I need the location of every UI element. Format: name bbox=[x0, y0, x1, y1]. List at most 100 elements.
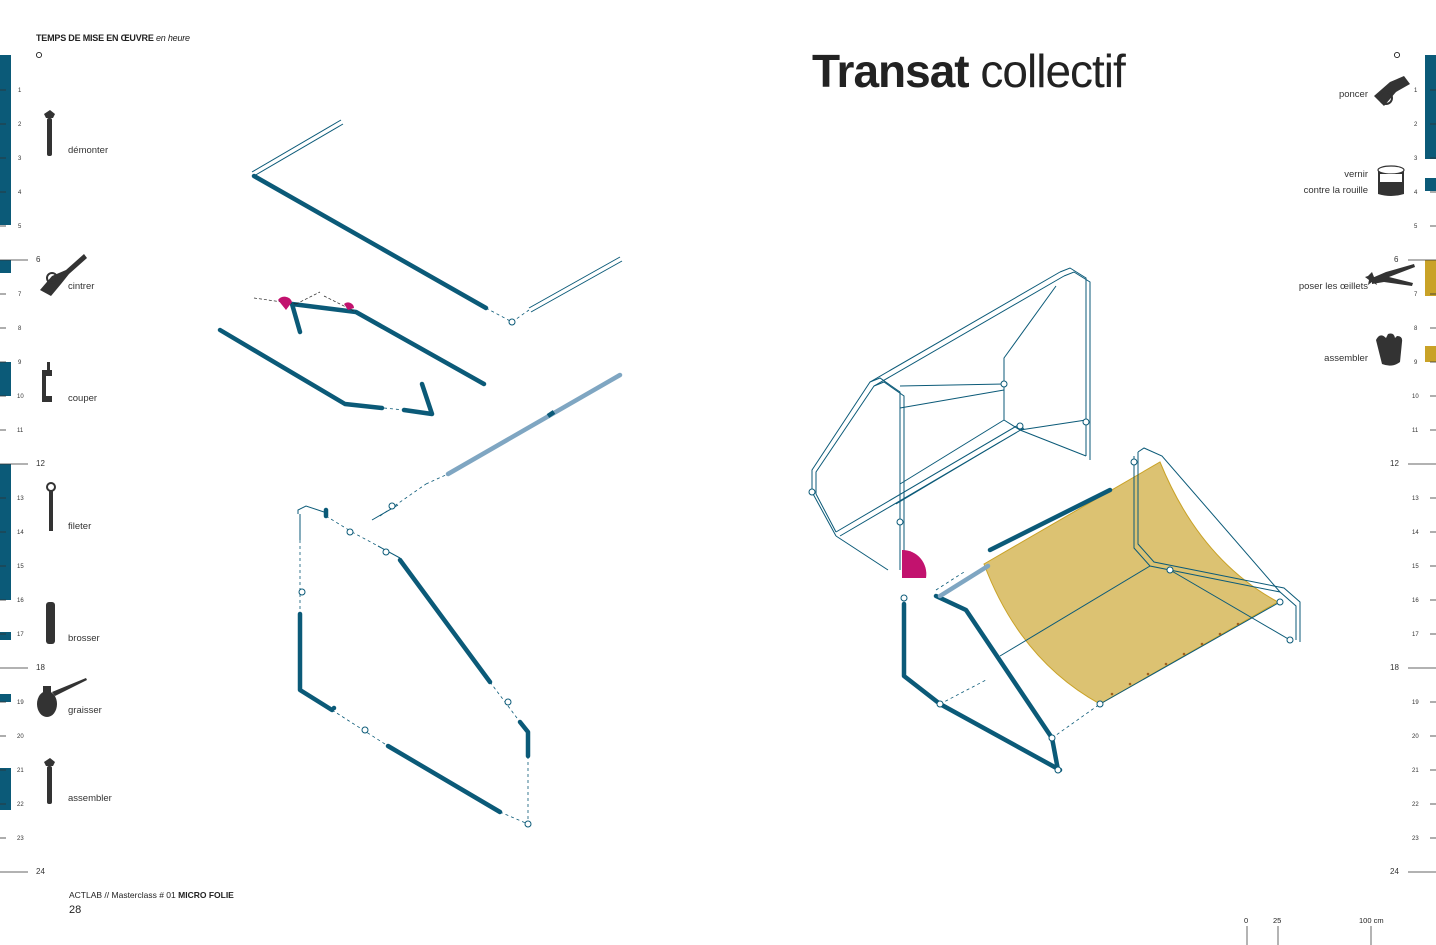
scale-label-25: 25 bbox=[1273, 916, 1282, 925]
tick-label: 3 bbox=[1414, 156, 1418, 162]
tick-label: 12 bbox=[1390, 459, 1399, 468]
tick-label: 16 bbox=[1412, 598, 1419, 604]
timeline-header: TEMPS DE MISE EN ŒUVRE en heure bbox=[36, 33, 190, 43]
bar-cintrer bbox=[0, 260, 11, 273]
bar-poser-oeillets bbox=[1425, 260, 1436, 296]
eyelets bbox=[1110, 622, 1240, 696]
tick-label: 2 bbox=[18, 122, 22, 128]
task-fileter: fileter bbox=[68, 521, 92, 532]
tick-label: 17 bbox=[17, 632, 24, 638]
tick-label: 7 bbox=[18, 292, 22, 298]
tick-label: 1 bbox=[1414, 88, 1418, 94]
task-poncer: poncer bbox=[1338, 89, 1368, 100]
bar-graisser bbox=[0, 694, 11, 702]
tick-label: 5 bbox=[18, 224, 22, 230]
tick-label: 14 bbox=[17, 530, 24, 536]
sander-icon bbox=[1374, 76, 1410, 106]
task-assembler-right: assembler bbox=[1324, 353, 1368, 364]
tick-label: 10 bbox=[1412, 394, 1419, 400]
tick-label: 23 bbox=[17, 836, 24, 842]
tick-label: 13 bbox=[1412, 496, 1419, 502]
die-stock-icon bbox=[46, 482, 56, 531]
tick-label: 19 bbox=[17, 700, 24, 706]
bend-angle-marker bbox=[344, 302, 354, 310]
right-timeline: 1 2 3 4 5 6 7 8 9 10 11 12 13 14 15 16 1… bbox=[1365, 51, 1436, 876]
tick-label: 22 bbox=[17, 802, 24, 808]
angle-marker bbox=[902, 549, 927, 578]
left-timeline: 1 2 3 4 5 6 7 8 9 10 11 12 13 14 15 16 1… bbox=[0, 51, 87, 876]
top-rail-outline bbox=[251, 119, 623, 313]
tick-label: 15 bbox=[17, 564, 24, 570]
crossbar-mark bbox=[546, 410, 556, 418]
tick-label: 11 bbox=[17, 428, 24, 434]
task-vernir-line2: contre la rouille bbox=[1303, 185, 1368, 196]
task-brosser: brosser bbox=[68, 633, 100, 644]
tick-label: 16 bbox=[17, 598, 24, 604]
wire-brush-icon bbox=[46, 602, 55, 644]
tick-label: 2 bbox=[1414, 122, 1418, 128]
scale-label-100: 100 cm bbox=[1359, 916, 1384, 925]
exploded-view bbox=[217, 119, 623, 828]
page-title: Transat collectif bbox=[812, 45, 1126, 97]
tick-label: 4 bbox=[18, 190, 22, 196]
back-frame bbox=[811, 267, 1091, 572]
tick-label: 23 bbox=[1412, 836, 1419, 842]
tick-label: 1 bbox=[18, 88, 22, 94]
tick-label: 5 bbox=[1414, 224, 1418, 230]
task-vernir-line1: vernir bbox=[1344, 169, 1368, 180]
assembly-guides bbox=[299, 307, 530, 825]
tick-label: 4 bbox=[1414, 190, 1418, 196]
pipe-cutter-icon bbox=[42, 362, 52, 402]
tick-label: 24 bbox=[36, 867, 45, 876]
tick-label: 18 bbox=[1390, 663, 1399, 672]
tick-label: 21 bbox=[17, 768, 24, 774]
task-cintrer: cintrer bbox=[68, 281, 95, 292]
bar-vernir bbox=[1425, 178, 1436, 191]
page-number: 28 bbox=[69, 904, 82, 916]
scale-bar bbox=[1246, 926, 1372, 945]
tick-label: 15 bbox=[1412, 564, 1419, 570]
tick-label: 22 bbox=[1412, 802, 1419, 808]
tick-label: 24 bbox=[1390, 867, 1399, 876]
connectors bbox=[298, 318, 532, 828]
tick-label: 9 bbox=[1414, 360, 1418, 366]
front-frame bbox=[901, 487, 1113, 773]
task-demonter: démonter bbox=[68, 145, 109, 156]
pipe-bender-icon bbox=[40, 254, 87, 296]
task-poser-oeillets: poser les œillets bbox=[1298, 281, 1368, 292]
timeline-start-marker bbox=[35, 51, 43, 59]
oil-can-icon bbox=[37, 678, 87, 717]
timeline-start-marker bbox=[1393, 51, 1401, 59]
eyelet-pliers-icon bbox=[1365, 264, 1415, 286]
title-bold: Transat bbox=[812, 45, 970, 97]
bend-angle-marker bbox=[278, 296, 292, 310]
header-unit: en heure bbox=[155, 33, 190, 43]
title-regular: collectif bbox=[980, 45, 1125, 97]
tick-label: 8 bbox=[18, 326, 22, 332]
tick-label: 18 bbox=[36, 663, 45, 672]
task-graisser: graisser bbox=[68, 705, 102, 716]
gloves-icon bbox=[1376, 333, 1403, 366]
tick-label: 3 bbox=[18, 156, 22, 162]
tick-label: 20 bbox=[17, 734, 24, 740]
footer-text: ACTLAB // Masterclass # 01 bbox=[69, 890, 179, 900]
bar-brosser bbox=[0, 632, 11, 640]
wrench-icon bbox=[44, 110, 55, 156]
header-label: TEMPS DE MISE EN ŒUVRE bbox=[36, 33, 154, 43]
bar-assembler-right bbox=[1425, 346, 1436, 362]
footer-bold: MICRO FOLIE bbox=[178, 890, 234, 900]
tick-label: 6 bbox=[1394, 255, 1399, 264]
task-assembler: assembler bbox=[68, 793, 112, 804]
tick-label: 13 bbox=[17, 496, 24, 502]
task-couper: couper bbox=[68, 393, 98, 404]
assembled-view bbox=[808, 267, 1301, 774]
connectors bbox=[808, 380, 1294, 774]
bar-couper bbox=[0, 362, 11, 396]
tick-label: 10 bbox=[17, 394, 24, 400]
tick-label: 11 bbox=[1412, 428, 1419, 434]
tick-label: 6 bbox=[36, 255, 41, 264]
crossbar-light bbox=[445, 372, 623, 477]
tick-label: 9 bbox=[18, 360, 22, 366]
tick-label: 20 bbox=[1412, 734, 1419, 740]
